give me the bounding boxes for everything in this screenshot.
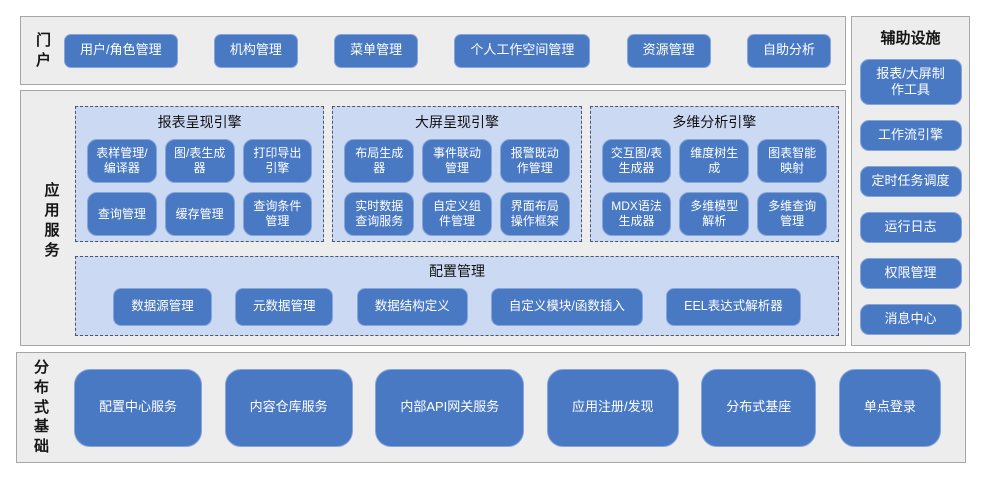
- portal-button-workspace-mgmt[interactable]: 个人工作空间管理: [454, 33, 591, 68]
- report-engine-title: 报表呈现引擎: [157, 114, 242, 130]
- engine-button-custom-component-mgmt[interactable]: 自定义组件管理: [422, 192, 492, 236]
- portal-button-row: 用户/角色管理 机构管理 菜单管理 个人工作空间管理 资源管理 自助分析: [64, 33, 831, 68]
- foundation-button-row: 配置中心服务 内容仓库服务 内部API网关服务 应用注册/发现 分布式基座 单点…: [74, 368, 941, 447]
- bigscreen-engine-group: 大屏呈现引擎 布局生成器 事件联动管理 报警既动作管理 实时数据查询服务 自定义…: [332, 106, 582, 242]
- config-mgmt-row: 数据源管理 元数据管理 数据结构定义 自定义模块/函数插入 EEL表达式解析器: [90, 287, 824, 327]
- engine-button-chart-generator[interactable]: 图/表生成器: [164, 139, 235, 183]
- aux-button-report-bigscreen-tool[interactable]: 报表/大屏制作工具: [859, 59, 962, 105]
- app-services-label-col: 应用服务: [29, 106, 75, 336]
- olap-engine-title: 多维分析引擎: [672, 114, 757, 130]
- bigscreen-engine-title: 大屏呈现引擎: [414, 114, 499, 130]
- aux-facilities-title: 辅助设施: [880, 30, 941, 47]
- config-button-metadata-mgmt[interactable]: 元数据管理: [234, 288, 334, 326]
- portal-button-org-mgmt[interactable]: 机构管理: [213, 33, 298, 68]
- engine-button-query-mgmt[interactable]: 查询管理: [87, 192, 157, 236]
- foundation-button-content-repo[interactable]: 内容仓库服务: [224, 368, 353, 447]
- engine-button-multidim-query-mgmt[interactable]: 多维查询管理: [757, 192, 827, 236]
- app-services-content: 报表呈现引擎 表样管理/编译器 图/表生成器 打印导出引擎 查询管理 缓存管理 …: [75, 106, 839, 336]
- config-mgmt-group: 配置管理 数据源管理 元数据管理 数据结构定义 自定义模块/函数插入 EEL表达…: [75, 256, 839, 336]
- engine-button-alarm-action-mgmt[interactable]: 报警既动作管理: [499, 139, 570, 183]
- engine-button-event-linkage-mgmt[interactable]: 事件联动管理: [422, 139, 492, 183]
- foundation-button-app-registry-discovery[interactable]: 应用注册/发现: [546, 368, 679, 447]
- config-button-data-structure-def[interactable]: 数据结构定义: [356, 288, 468, 326]
- olap-engine-group: 多维分析引擎 交互图/表生成器 维度树生成 图表智能映射 MDX语法生成器 多维…: [589, 106, 839, 242]
- portal-button-resource-mgmt[interactable]: 资源管理: [626, 33, 711, 68]
- aux-button-run-logs[interactable]: 运行日志: [859, 212, 962, 243]
- olap-engine-grid: 交互图/表生成器 维度树生成 图表智能映射 MDX语法生成器 多维模型解析 多维…: [601, 139, 827, 236]
- engine-button-smart-chart-mapping[interactable]: 图表智能映射: [757, 139, 827, 183]
- app-services-panel-label: 应用服务: [44, 182, 60, 259]
- engine-button-interactive-chart-generator[interactable]: 交互图/表生成器: [601, 139, 672, 183]
- aux-facilities-panel: 辅助设施 报表/大屏制作工具 工作流引擎 定时任务调度 运行日志 权限管理 消息…: [851, 16, 970, 346]
- engine-button-style-compiler[interactable]: 表样管理/编译器: [87, 139, 157, 183]
- portal-panel-label: 门户: [35, 31, 51, 69]
- config-button-eel-expression-parser[interactable]: EEL表达式解析器: [666, 288, 801, 326]
- foundation-button-config-center[interactable]: 配置中心服务: [74, 368, 203, 447]
- engine-button-ui-layout-framework[interactable]: 界面布局操作框架: [499, 192, 570, 236]
- config-mgmt-title: 配置管理: [429, 263, 485, 279]
- portal-button-self-analysis[interactable]: 自助分析: [746, 33, 831, 68]
- portal-button-user-role-mgmt[interactable]: 用户/角色管理: [64, 33, 178, 68]
- aux-button-message-center[interactable]: 消息中心: [859, 304, 962, 335]
- engine-button-cache-mgmt[interactable]: 缓存管理: [164, 192, 235, 236]
- aux-button-workflow-engine[interactable]: 工作流引擎: [859, 120, 962, 151]
- aux-button-permission-mgmt[interactable]: 权限管理: [859, 258, 962, 289]
- foundation-panel: 分布式基础 配置中心服务 内容仓库服务 内部API网关服务 应用注册/发现 分布…: [16, 352, 966, 463]
- engine-button-query-condition-mgmt[interactable]: 查询条件管理: [242, 192, 313, 236]
- config-button-datasource-mgmt[interactable]: 数据源管理: [113, 288, 212, 326]
- config-button-custom-module-function[interactable]: 自定义模块/函数插入: [490, 288, 643, 326]
- engine-button-mdx-generator[interactable]: MDX语法生成器: [601, 192, 672, 236]
- foundation-button-internal-api-gateway[interactable]: 内部API网关服务: [375, 368, 525, 447]
- engine-button-dimension-tree[interactable]: 维度树生成: [679, 139, 750, 183]
- engine-button-model-parser[interactable]: 多维模型解析: [679, 192, 750, 236]
- bigscreen-engine-grid: 布局生成器 事件联动管理 报警既动作管理 实时数据查询服务 自定义组件管理 界面…: [344, 139, 570, 236]
- foundation-button-sso[interactable]: 单点登录: [838, 368, 941, 447]
- portal-panel: 门户 用户/角色管理 机构管理 菜单管理 个人工作空间管理 资源管理 自助分析: [20, 16, 846, 85]
- engine-button-layout-generator[interactable]: 布局生成器: [344, 139, 415, 183]
- report-engine-group: 报表呈现引擎 表样管理/编译器 图/表生成器 打印导出引擎 查询管理 缓存管理 …: [75, 106, 325, 242]
- engine-button-print-export[interactable]: 打印导出引擎: [242, 139, 313, 183]
- foundation-button-distributed-base[interactable]: 分布式基座: [701, 368, 817, 447]
- report-engine-grid: 表样管理/编译器 图/表生成器 打印导出引擎 查询管理 缓存管理 查询条件管理: [87, 139, 313, 236]
- engine-groups-row: 报表呈现引擎 表样管理/编译器 图/表生成器 打印导出引擎 查询管理 缓存管理 …: [75, 106, 839, 242]
- aux-button-scheduled-tasks[interactable]: 定时任务调度: [859, 166, 962, 197]
- app-services-panel: 应用服务 报表呈现引擎 表样管理/编译器 图/表生成器 打印导出引擎 查询管理 …: [20, 90, 846, 346]
- portal-button-menu-mgmt[interactable]: 菜单管理: [334, 33, 419, 68]
- foundation-panel-label: 分布式基础: [33, 359, 49, 456]
- engine-button-realtime-query-service[interactable]: 实时数据查询服务: [344, 192, 415, 236]
